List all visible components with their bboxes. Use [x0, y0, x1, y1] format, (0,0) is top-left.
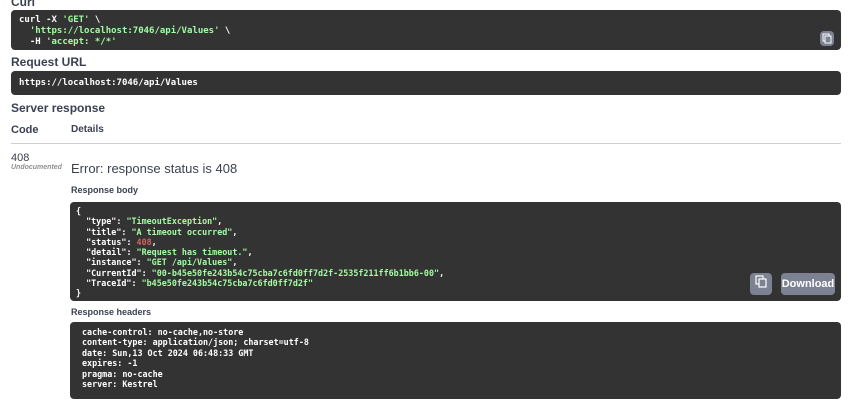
response-headers-label: Response headers: [71, 307, 152, 317]
json-value: 408: [136, 236, 152, 247]
response-headers-block: cache-control: no-cache,no-store content…: [70, 322, 841, 399]
copy-response-button[interactable]: [750, 273, 772, 295]
json-value: "A timeout occurred": [131, 226, 233, 237]
json-value: "GET /api/Values": [146, 257, 233, 268]
curl-cmd-text: curl -X: [19, 15, 63, 25]
json-key: "status": [86, 236, 127, 247]
response-body-block: { "type": "TimeoutException", "title": "…: [70, 202, 841, 301]
table-header-divider: [11, 143, 841, 144]
json-colon: :: [121, 226, 132, 237]
json-colon: :: [131, 278, 142, 289]
json-key: "instance": [86, 257, 137, 268]
json-key: "detail": [86, 247, 127, 258]
details-column-header: Details: [71, 124, 104, 135]
json-comma: ,: [217, 216, 223, 227]
json-colon: :: [136, 257, 147, 268]
json-indent: [76, 247, 86, 257]
json-comma: ,: [247, 247, 253, 258]
json-colon: :: [141, 267, 152, 278]
json-key: "CurrentId": [86, 267, 142, 278]
json-indent: [76, 227, 86, 237]
error-message: Error: response status is 408: [71, 161, 238, 176]
curl-command: curl -X 'GET' \ 'https://localhost:7046/…: [19, 15, 833, 48]
header-line: pragma: no-cache: [82, 368, 163, 379]
response-body-label: Response body: [71, 185, 139, 195]
header-line: cache-control: no-cache,no-store: [82, 327, 244, 337]
json-comma: ,: [232, 226, 238, 237]
json-line: "type": "TimeoutException",: [76, 216, 222, 226]
json-value: "Request has timeout.": [136, 247, 248, 258]
json-indent: [76, 268, 86, 278]
request-url-value: https://localhost:7046/api/Values: [19, 78, 198, 88]
json-open-brace: {: [76, 206, 82, 216]
undocumented-note: Undocumented: [11, 164, 62, 171]
json-key: "title": [86, 226, 122, 237]
response-headers-text: cache-control: no-cache,no-store content…: [82, 327, 829, 389]
copy-curl-button[interactable]: [820, 31, 834, 46]
curl-indent: [19, 26, 30, 36]
json-indent: [76, 216, 86, 226]
json-colon: :: [126, 247, 137, 258]
json-key: "TraceId": [86, 278, 132, 289]
header-line: date: Sun,13 Oct 2024 06:48:33 GMT: [82, 347, 254, 358]
json-key: "type": [86, 216, 117, 227]
download-button[interactable]: Download: [781, 273, 835, 295]
header-line: content-type: application/json; charset=…: [82, 337, 309, 348]
json-line: "TraceId": "b45e50fe243b54c75cba7c6fd0ff…: [76, 278, 313, 288]
json-line: "title": "A timeout occurred",: [76, 227, 237, 237]
header-line: server: Kestrel: [82, 379, 158, 390]
json-line: "detail": "Request has timeout.",: [76, 247, 253, 258]
curl-code-block: curl -X 'GET' \ 'https://localhost:7046/…: [11, 10, 841, 50]
curl-header-value: 'accept: */*': [46, 37, 117, 47]
curl-line1-tail: \: [89, 15, 101, 25]
curl-header-flag: -H: [19, 37, 47, 47]
json-comma: ,: [151, 236, 157, 247]
json-colon: :: [116, 216, 127, 227]
curl-url: 'https://localhost:7046/api/Values': [29, 26, 220, 36]
copy-icon: [822, 29, 832, 48]
json-indent: [76, 257, 86, 267]
json-value: "b45e50fe243b54c75cba7c6fd0ff7d2f": [141, 278, 314, 289]
json-value: "TimeoutException": [126, 216, 218, 227]
request-url-label: Request URL: [11, 55, 87, 69]
json-close-brace: }: [76, 288, 82, 299]
json-indent: [76, 237, 86, 247]
code-column-header: Code: [11, 124, 39, 136]
json-indent: [76, 278, 86, 288]
header-line: expires: -1: [82, 358, 138, 369]
json-comma: ,: [439, 267, 445, 278]
json-line: "CurrentId": "00-b45e50fe243b54c75cba7c6…: [76, 268, 444, 278]
json-line: "status": 408,: [76, 237, 157, 247]
json-value: "00-b45e50fe243b54c75cba7c6fd0ff7d2f-253…: [151, 267, 440, 278]
json-colon: :: [126, 236, 137, 247]
curl-line2-tail: \: [219, 26, 231, 36]
curl-method: 'GET': [62, 15, 90, 25]
json-line: "instance": "GET /api/Values",: [76, 257, 237, 267]
curl-label: Curl: [11, 0, 35, 9]
request-url-block: https://localhost:7046/api/Values: [11, 71, 841, 95]
server-response-label: Server response: [11, 101, 106, 115]
copy-icon: [755, 275, 767, 293]
response-status-code: 408: [11, 152, 30, 164]
json-comma: ,: [232, 257, 238, 268]
response-body-json: { "type": "TimeoutException", "title": "…: [76, 206, 835, 299]
